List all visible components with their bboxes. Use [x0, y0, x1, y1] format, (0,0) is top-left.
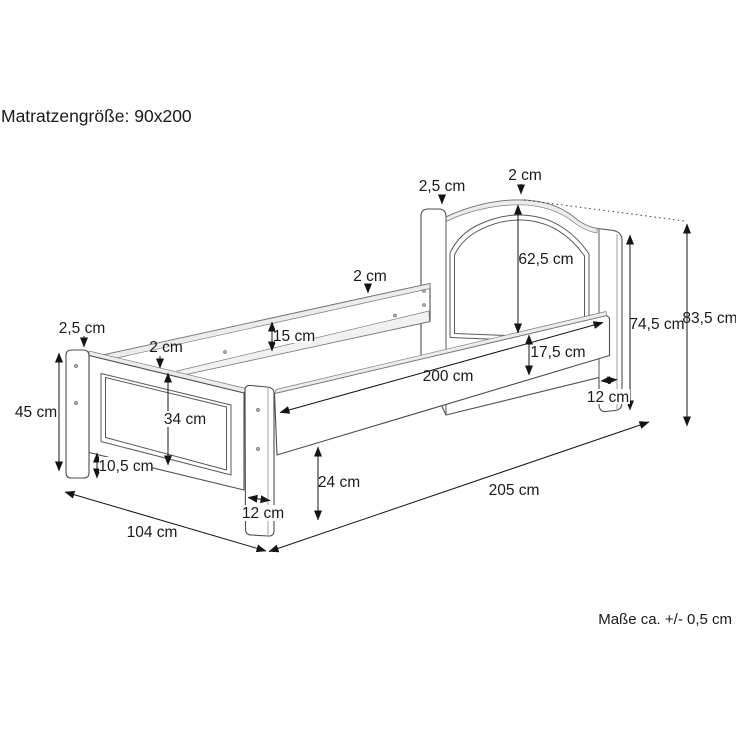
- dim-headboard-total-height-label: 83,5 cm: [682, 310, 736, 327]
- screw-dot: [256, 408, 260, 412]
- dim-rail-height-label: 15 cm: [273, 328, 315, 345]
- dim-rail-thickness-label: 2 cm: [353, 268, 387, 285]
- footboard-post-left: [65, 349, 90, 479]
- label-bg: [161, 411, 209, 427]
- dim-line: [268, 421, 650, 553]
- dim-line: [64, 490, 267, 553]
- dim-total-length-label: 205 cm: [489, 482, 540, 499]
- dimension-annotations: 2,5 cm 2 cm 45 cm 34 cm 10,5 cm: [15, 167, 736, 553]
- dim-footboard-height: 45 cm: [15, 352, 63, 472]
- footboard-panel-outline-inner: [105, 377, 227, 471]
- dim-inner-length: 200 cm: [279, 321, 604, 414]
- dim-footboard-post-thickness-label: 2,5 cm: [59, 320, 106, 337]
- dim-inner-length-label: 200 cm: [423, 368, 474, 385]
- dim-rail-thickness: 2 cm: [353, 268, 387, 294]
- dim-footboard-panel-height-label: 34 cm: [164, 411, 206, 428]
- dim-footboard-top-thickness-label: 2 cm: [149, 339, 183, 356]
- dim-headboard-leg-width-label: 12 cm: [587, 389, 629, 406]
- dim-rail-height: 15 cm: [268, 321, 315, 352]
- dim-footboard-panel-height: 34 cm: [161, 372, 209, 466]
- dim-headboard-leg-width: 12 cm: [587, 376, 630, 406]
- dim-headboard-post-thickness: 2,5 cm: [419, 178, 466, 205]
- dim-headboard-total-height: 83,5 cm: [682, 223, 736, 427]
- dim-footboard-leg-width-label: 12 cm: [242, 505, 284, 522]
- dim-total-length: 205 cm: [268, 421, 650, 553]
- dim-total-width-label: 104 cm: [127, 524, 178, 541]
- tolerance-footnote: Maße ca. +/- 0,5 cm: [598, 611, 732, 628]
- label-bg: [99, 457, 152, 472]
- screw-dot: [422, 289, 426, 293]
- dim-headboard-panel-height-label: 62,5 cm: [518, 251, 573, 268]
- dim-footboard-bottom-gap-label: 10,5 cm: [98, 458, 153, 475]
- dim-headboard-height: 74,5 cm: [626, 234, 685, 411]
- dim-headboard-top-thickness: 2 cm: [508, 167, 542, 195]
- dim-footboard-height-label: 45 cm: [15, 404, 57, 421]
- dim-footboard-top-thickness: 2 cm: [149, 339, 183, 369]
- dim-line: [600, 376, 618, 385]
- dim-underbed-clearance-label: 24 cm: [318, 474, 360, 491]
- label-bg: [519, 250, 574, 266]
- label-bg: [275, 328, 313, 343]
- screw-dot: [393, 313, 397, 318]
- dim-footboard-bottom-gap: 10,5 cm: [93, 452, 154, 479]
- label-bg: [587, 389, 630, 404]
- mattress-size-title: Matratzengröße: 90x200: [1, 106, 192, 126]
- screw-dot: [422, 303, 426, 307]
- dim-line: [279, 321, 604, 414]
- footboard-panel-outline-outer: [100, 373, 232, 476]
- dim-headboard-top-thickness-label: 2 cm: [508, 167, 542, 184]
- dim-rail-front-height: 17,5 cm: [525, 334, 586, 376]
- dim-rail-front-height-label: 17,5 cm: [530, 344, 585, 361]
- dim-total-width: 104 cm: [64, 490, 267, 553]
- screw-dot: [256, 447, 260, 451]
- projection-dotted-line: [523, 199, 686, 222]
- dim-headboard-post-thickness-label: 2,5 cm: [419, 178, 466, 195]
- dim-footboard-post-thickness: 2,5 cm: [59, 320, 106, 348]
- screw-dot: [223, 350, 227, 354]
- screw-dot: [74, 401, 78, 405]
- dim-headboard-panel-height: 62,5 cm: [514, 204, 574, 334]
- dim-headboard-height-label: 74,5 cm: [629, 316, 684, 333]
- screw-dot: [74, 364, 78, 368]
